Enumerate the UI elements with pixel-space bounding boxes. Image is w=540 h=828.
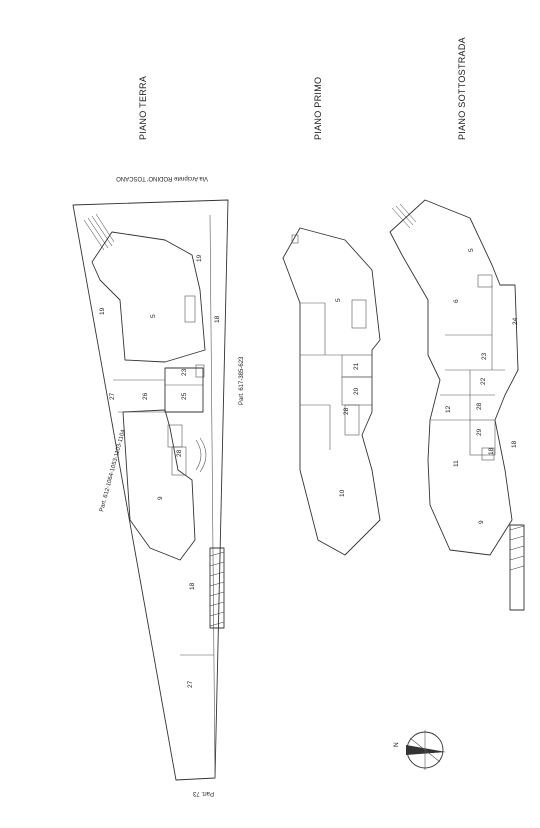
room-18-sotto-b: 18: [488, 447, 495, 455]
room-9-sotto: 9: [478, 520, 485, 524]
room-24: 24: [512, 317, 519, 325]
north-label: N: [393, 742, 400, 747]
hatched-stair-sotto-top: [391, 203, 417, 229]
room-9-terra: 9: [157, 496, 164, 500]
room-19-b: 19: [196, 254, 203, 262]
room-5-terra: 5: [150, 314, 157, 318]
parcel-bottom-label: Part. 73: [192, 790, 214, 796]
room-21: 21: [353, 362, 360, 370]
room-6: 6: [453, 299, 460, 303]
title-piano-sottostrada: PIANO SOTTOSTRADA: [457, 37, 467, 140]
room-23-terra: 23: [181, 368, 188, 376]
room-22: 22: [480, 377, 487, 385]
room-18-terra-b: 18: [189, 582, 196, 590]
room-18-sotto-a: 18: [511, 440, 518, 448]
room-5-sotto: 5: [468, 248, 475, 252]
room-27-terra-b: 27: [187, 680, 194, 688]
room-19-a: 19: [99, 307, 106, 315]
plan-piano-terra: 19 5 19 18 23 27 26 25 28 9 18 27: [72, 199, 229, 781]
street-label: Via Arciprete RODINO' TOSCANO: [116, 175, 208, 181]
title-piano-primo: PIANO PRIMO: [313, 77, 323, 140]
room-28-terra: 28: [176, 449, 183, 457]
room-28-sotto: 28: [476, 402, 483, 410]
room-26: 26: [142, 392, 149, 400]
parcel-left-label: Part. 612-1064-1053-1103-1104: [99, 428, 127, 512]
room-28-primo: 28: [343, 407, 350, 415]
plan-piano-primo: 5 21 20 28 10: [282, 227, 381, 556]
room-12: 12: [445, 405, 452, 413]
hatched-ramp: [209, 551, 225, 627]
room-18-terra-a: 18: [214, 315, 221, 323]
room-20: 20: [353, 387, 360, 395]
title-piano-terra: PIANO TERRA: [138, 76, 148, 140]
room-5-primo: 5: [335, 298, 342, 302]
room-11: 11: [453, 460, 460, 467]
room-23-sotto: 23: [481, 352, 488, 360]
room-10: 10: [339, 489, 346, 497]
room-29: 29: [476, 428, 483, 436]
north-arrow: N: [393, 730, 446, 770]
plan-piano-sottostrada: 5 6 24 23 22 12 28 29 18 11 9 18: [389, 199, 525, 611]
parcel-right-label: Part. 617-385-623: [239, 356, 245, 405]
hatched-ramp-sotto: [509, 525, 525, 571]
room-25: 25: [181, 392, 188, 400]
room-27-terra-a: 27: [109, 392, 116, 400]
hatched-stair-top: [83, 213, 115, 251]
